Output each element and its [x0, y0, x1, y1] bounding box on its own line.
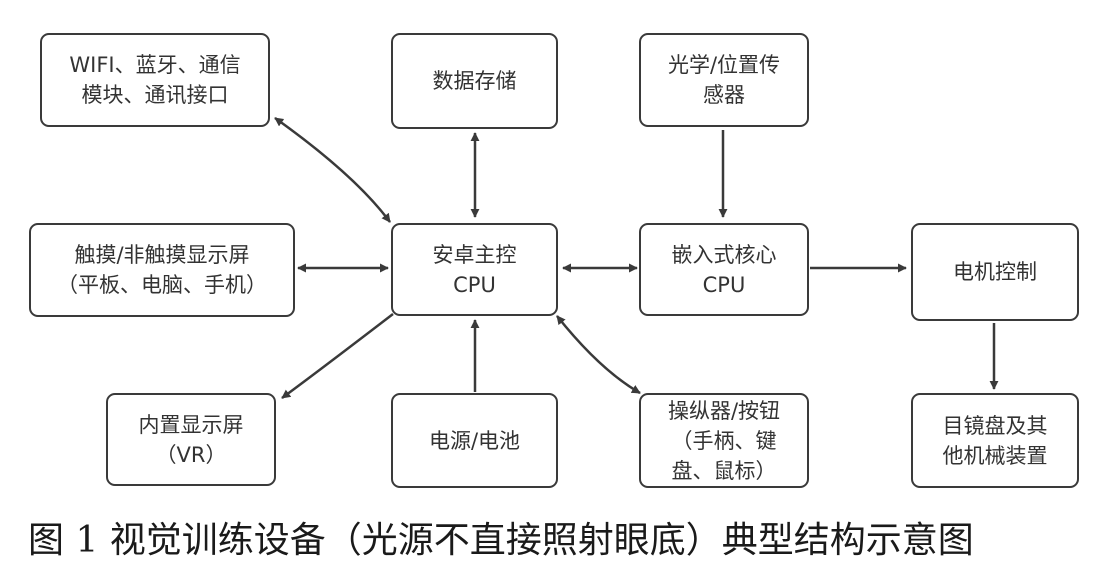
arrow-wifi-android [274, 116, 392, 223]
eyepiece-mechanism-box: 目镜盘及其 他机械装置 [911, 393, 1079, 488]
arrow-android-controller [556, 315, 641, 395]
data-storage-box: 数据存储 [391, 33, 558, 129]
wifi-comm-module-box: WIFI、蓝牙、通信 模块、通讯接口 [40, 33, 270, 127]
arrow-android-builtin [281, 313, 394, 400]
touch-display-box: 触摸/非触摸显示屏 （平板、电脑、手机） [29, 223, 295, 317]
motor-control-box: 电机控制 [911, 223, 1079, 321]
power-battery-box: 电源/电池 [391, 393, 558, 488]
system-structure-diagram: WIFI、蓝牙、通信 模块、通讯接口 数据存储 光学/位置传 感器 触摸/非触摸… [29, 33, 1079, 488]
embedded-cpu-box: 嵌入式核心 CPU [639, 223, 809, 316]
figure-caption: 图 1 视觉训练设备（光源不直接照射眼底）典型结构示意图 [28, 520, 974, 561]
android-cpu-box: 安卓主控 CPU [391, 223, 558, 316]
manipulator-buttons-box: 操纵器/按钮 （手柄、键 盘、鼠标） [639, 393, 809, 488]
connector-layer [274, 116, 999, 400]
builtin-display-box: 内置显示屏 （VR） [106, 393, 276, 486]
optical-position-sensor-box: 光学/位置传 感器 [639, 33, 809, 127]
